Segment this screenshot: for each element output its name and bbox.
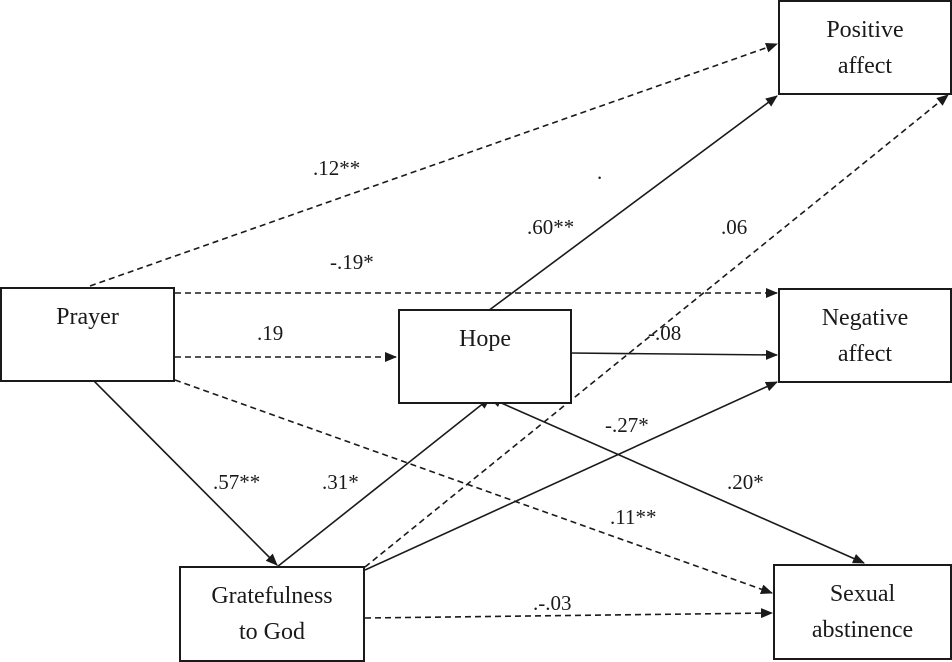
node-positive-affect-line1: Positive <box>826 16 904 43</box>
coef-hope-positive: .60** <box>527 215 575 239</box>
arrow-prayer-to-positive-affect <box>89 42 778 287</box>
arrow-prayer-to-sexual-abstinence <box>174 379 773 595</box>
node-positive-affect: Positive affect <box>778 0 952 95</box>
arrow-hope-to-sexual-abstinence <box>489 397 865 564</box>
arrow-prayer-to-gratefulness <box>92 379 278 566</box>
arrow-hope-to-negative-affect <box>569 349 778 360</box>
coef-hope-sexual: .20* <box>727 470 764 494</box>
coef-prayer-positive: .12** <box>313 156 361 180</box>
coef-prayer-gratefulness: .57** <box>213 470 261 494</box>
arrow-gratefulness-to-negative-affect <box>364 381 778 571</box>
node-gratefulness-line1: Gratefulness <box>211 583 333 609</box>
coef-hope-negative: -.08 <box>648 321 682 345</box>
coef-prayer-sexual: .11** <box>610 505 657 529</box>
arrow-gratefulness-to-positive-affect <box>364 94 949 568</box>
coef-prayer-hope: .19 <box>257 321 284 345</box>
node-sexual-abstinence: Sexual abstinence <box>773 564 952 660</box>
node-hope-label: Hope <box>459 326 511 352</box>
coef-prayer-negative: -.19* <box>330 250 374 274</box>
node-gratefulness-line2: to God <box>239 619 305 645</box>
node-gratefulness-to-god: Gratefulness to God <box>179 566 365 662</box>
stray-mark: . <box>597 160 603 184</box>
node-hope: Hope <box>398 309 572 404</box>
node-positive-affect-line2: affect <box>837 52 893 79</box>
node-sexual-abstinence-line2: abstinence <box>811 617 914 643</box>
arrow-gratefulness-to-sexual-abstinence <box>364 608 773 619</box>
node-sexual-abstinence-line1: Sexual <box>829 581 896 607</box>
coef-gratefulness-positive: .06 <box>721 215 748 239</box>
arrow-gratefulness-to-hope <box>276 397 491 568</box>
node-prayer-label: Prayer <box>56 304 119 330</box>
node-negative-affect: Negative affect <box>778 288 952 383</box>
node-negative-affect-line2: affect <box>837 340 893 367</box>
node-prayer: Prayer <box>0 287 175 382</box>
node-negative-affect-line1: Negative <box>821 304 909 331</box>
coef-gratefulness-sexual: .-.03 <box>533 591 572 615</box>
coef-gratefulness-hope: .31* <box>322 470 359 494</box>
arrow-hope-to-positive-affect <box>487 95 778 312</box>
coef-gratefulness-negative: -.27* <box>605 413 649 437</box>
